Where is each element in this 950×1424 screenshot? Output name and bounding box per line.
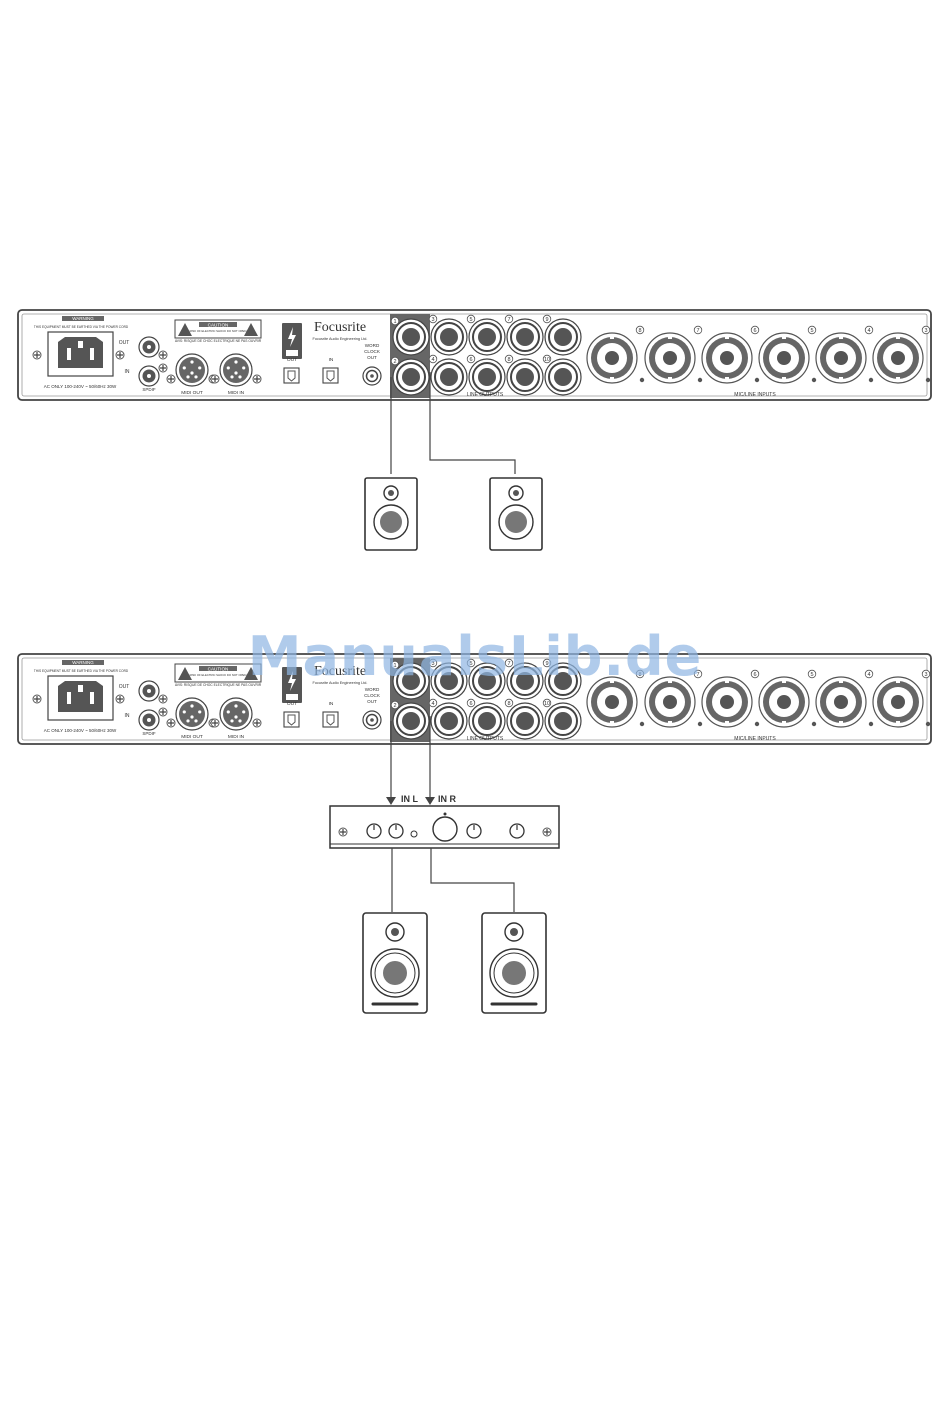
- cable-amp-right: [430, 848, 515, 912]
- midi-in-label: MIDI IN: [228, 734, 245, 740]
- channel-number: 3: [924, 328, 927, 334]
- brand-logo: Focusrite: [314, 664, 366, 679]
- channel-number: 2: [393, 703, 396, 709]
- channel-number: 5: [810, 328, 813, 334]
- thunderbolt-icon: [288, 671, 296, 691]
- channel-number: 3: [924, 672, 927, 678]
- channel-number: 6: [753, 672, 756, 678]
- brand-logo: Focusrite: [314, 320, 366, 335]
- caution-plate: [174, 663, 262, 683]
- spdif-in-label: IN: [125, 713, 130, 719]
- channel-number: 3: [431, 661, 434, 667]
- amp-in-r-label: IN R: [438, 794, 457, 804]
- mic-inputs-label: MIC/LINE INPUTS: [734, 736, 776, 742]
- caution-text: RISK OF ELECTRIC SHOCK DO NOT OPEN: [190, 329, 247, 333]
- line-outputs-label: LINE OUTPUTS: [467, 736, 504, 742]
- spdif-out-label: OUT: [119, 684, 130, 690]
- knob-icon: [466, 823, 482, 839]
- thunderbolt-icon: [288, 327, 296, 347]
- amp-in-l-label: IN L: [401, 794, 419, 804]
- channel-number: 3: [431, 317, 434, 323]
- power-rating: AC ONLY 100-240V ~ 50/60Hz 30W: [44, 728, 117, 733]
- warning-text: THIS EQUIPMENT MUST BE EARTHED VIA THE P…: [34, 325, 129, 329]
- caution-label: CAUTION: [208, 322, 229, 327]
- midi-in-label: MIDI IN: [228, 390, 245, 396]
- audio-interface-rear-top: WARNING THIS EQUIPMENT MUST BE EARTHED VI…: [17, 309, 932, 401]
- warning-plate: [62, 660, 104, 665]
- channel-number: 9: [545, 317, 548, 323]
- channel-number: 5: [469, 661, 472, 667]
- word-clock-label: WORD: [365, 687, 380, 692]
- power-led-icon: [410, 830, 418, 838]
- channel-number: 6: [469, 357, 472, 363]
- speaker-right-top: [489, 477, 543, 551]
- line-outputs-label: LINE OUTPUTS: [467, 392, 504, 398]
- channel-number: 5: [469, 317, 472, 323]
- channel-number: 5: [810, 672, 813, 678]
- channel-number: 9: [545, 661, 548, 667]
- knob-icon: [366, 823, 382, 839]
- speaker-left-top: [364, 477, 418, 551]
- channel-number: 4: [431, 357, 434, 363]
- power-rating: AC ONLY 100-240V ~ 50/60Hz 30W: [44, 384, 117, 389]
- channel-number: 8: [638, 672, 641, 678]
- channel-number: 7: [507, 661, 510, 667]
- optical-in-label: IN: [329, 357, 334, 363]
- mic-inputs-label: MIC/LINE INPUTS: [734, 392, 776, 398]
- word-clock-label: WORD: [365, 343, 380, 348]
- word-clock-label: OUT: [367, 699, 377, 704]
- channel-number: 6: [753, 328, 756, 334]
- optical-in-label: IN: [329, 701, 334, 707]
- channel-number: 8: [507, 357, 510, 363]
- warning-label: WARNING: [72, 660, 94, 665]
- spdif-label: SPDIF: [142, 387, 156, 392]
- channel-number: 7: [696, 328, 699, 334]
- midi-out-label: MIDI OUT: [181, 734, 203, 740]
- warning-text: THIS EQUIPMENT MUST BE EARTHED VIA THE P…: [34, 669, 129, 673]
- avis-text: AVIS: RISQUE DE CHOC ELECTRIQUE NE PAS O…: [175, 683, 262, 687]
- speaker-right-bottom: [481, 912, 547, 1014]
- warning-plate: [62, 316, 104, 321]
- audio-interface-rear-bottom: WARNING THIS EQUIPMENT MUST BE EARTHED VI…: [17, 653, 932, 745]
- channel-number: 8: [638, 328, 641, 334]
- channel-number: 1: [393, 663, 396, 669]
- speaker-left-bottom: [362, 912, 428, 1014]
- channel-number: 8: [507, 701, 510, 707]
- word-clock-label: OUT: [367, 355, 377, 360]
- channel-number: 7: [507, 317, 510, 323]
- company-name: Focusrite Audio Engineering Ltd.: [313, 681, 368, 685]
- midi-out-label: MIDI OUT: [181, 390, 203, 396]
- channel-number: 10: [544, 701, 550, 707]
- word-clock-label: CLOCK: [364, 349, 381, 354]
- channel-number: 1: [393, 319, 396, 325]
- cable-right-top: [429, 372, 516, 474]
- volume-knob-icon: [432, 816, 458, 842]
- channel-number: 4: [431, 701, 434, 707]
- caution-label: CAUTION: [208, 666, 229, 671]
- caution-text: RISK OF ELECTRIC SHOCK DO NOT OPEN: [190, 673, 247, 677]
- arrow-in-r: [425, 797, 435, 805]
- warning-label: WARNING: [72, 316, 94, 321]
- channel-number: 10: [544, 357, 550, 363]
- channel-number: 7: [696, 672, 699, 678]
- channel-number: 4: [867, 672, 870, 678]
- channel-number: 6: [469, 701, 472, 707]
- spdif-label: SPDIF: [142, 731, 156, 736]
- caution-plate: [174, 319, 262, 339]
- spdif-in-label: IN: [125, 369, 130, 375]
- company-name: Focusrite Audio Engineering Ltd.: [313, 337, 368, 341]
- spdif-out-label: OUT: [119, 340, 130, 346]
- avis-text: AVIS: RISQUE DE CHOC ELECTRIQUE NE PAS O…: [175, 339, 262, 343]
- word-clock-label: CLOCK: [364, 693, 381, 698]
- arrow-in-l: [386, 797, 396, 805]
- channel-number: 2: [393, 359, 396, 365]
- amplifier: [329, 805, 560, 849]
- optical-out-label: OUT: [287, 357, 297, 363]
- knob-icon: [509, 823, 525, 839]
- knob-icon: [388, 823, 404, 839]
- channel-number: 4: [867, 328, 870, 334]
- optical-out-label: OUT: [287, 701, 297, 707]
